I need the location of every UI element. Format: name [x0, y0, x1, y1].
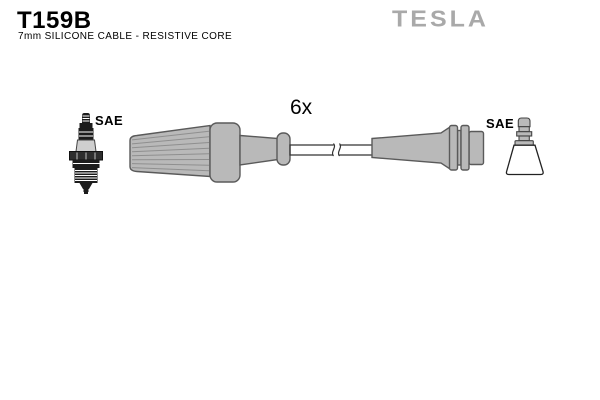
right-terminal-label: SAE — [486, 116, 515, 131]
part-number: T159B — [17, 7, 92, 34]
plug-boot-icon — [505, 117, 544, 176]
left-terminal-label: SAE — [95, 113, 124, 128]
product-subtitle: 7mm SILICONE CABLE - RESISTIVE CORE — [18, 31, 233, 42]
spark-plug-icon — [69, 113, 103, 194]
tesla-logo: TESLA — [392, 6, 489, 32]
quantity-label: 6x — [290, 96, 313, 119]
ignition-cable-icon — [129, 122, 485, 183]
